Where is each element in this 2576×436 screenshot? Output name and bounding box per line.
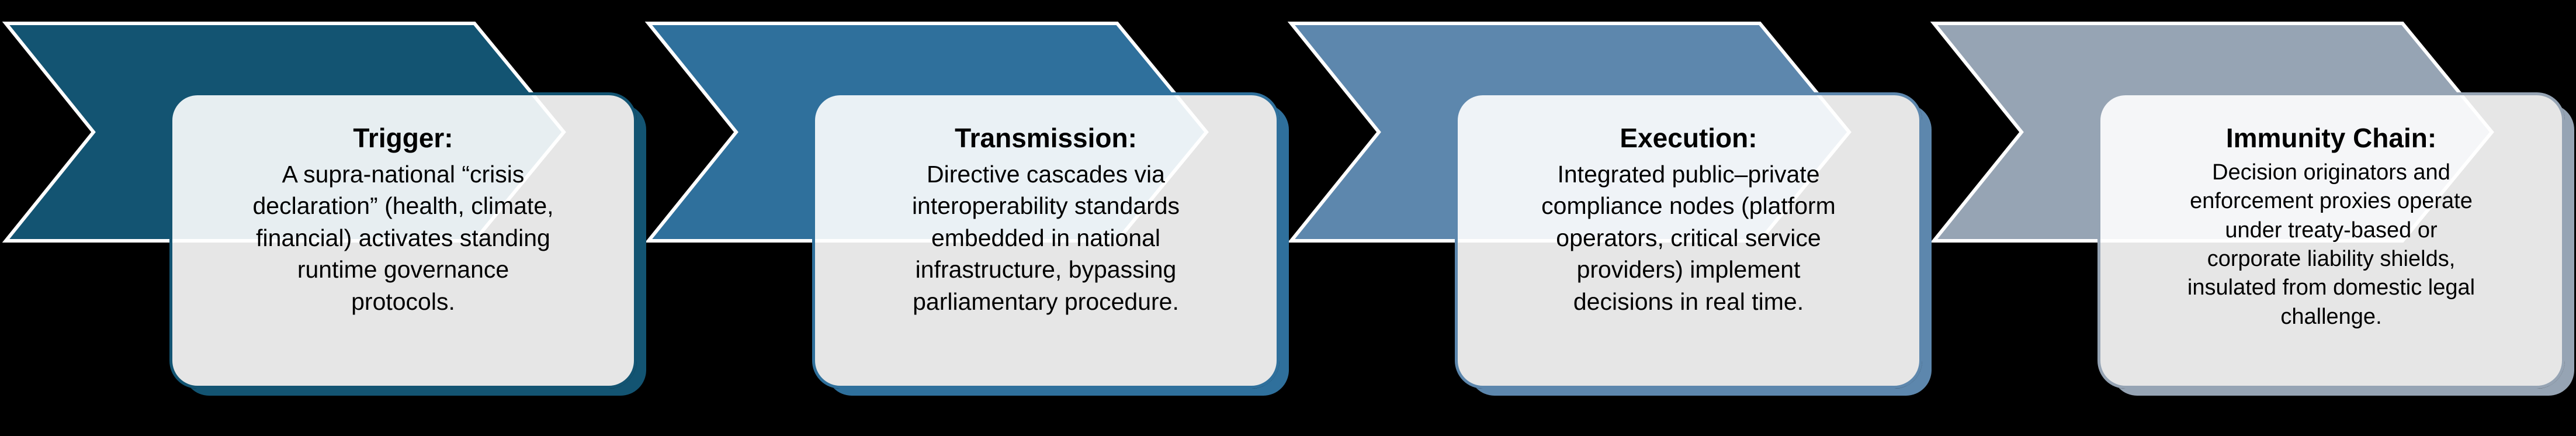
step-body-immunity-chain: Decision originators and enforcement pro… (2187, 160, 2476, 329)
step-body-transmission: Directive cascades via interoperability … (911, 160, 1180, 315)
step-card-execution: Execution: Integrated public–private com… (1455, 92, 1922, 389)
step-title-immunity-chain: Immunity Chain: (2225, 123, 2437, 153)
step-card-immunity-chain: Immunity Chain: Decision originators and… (2097, 92, 2565, 389)
step-body-execution: Integrated public–private compliance nod… (1541, 160, 1836, 315)
step-title-trigger: Trigger: (353, 123, 453, 153)
step-title-execution: Execution: (1620, 123, 1757, 153)
step-card-trigger: Trigger: A supra-national “crisis declar… (169, 92, 637, 389)
step-card-transmission: Transmission: Directive cascades via int… (812, 92, 1280, 389)
step-title-transmission: Transmission: (955, 123, 1137, 153)
step-body-trigger: A supra-national “crisis declaration” (h… (252, 160, 554, 315)
